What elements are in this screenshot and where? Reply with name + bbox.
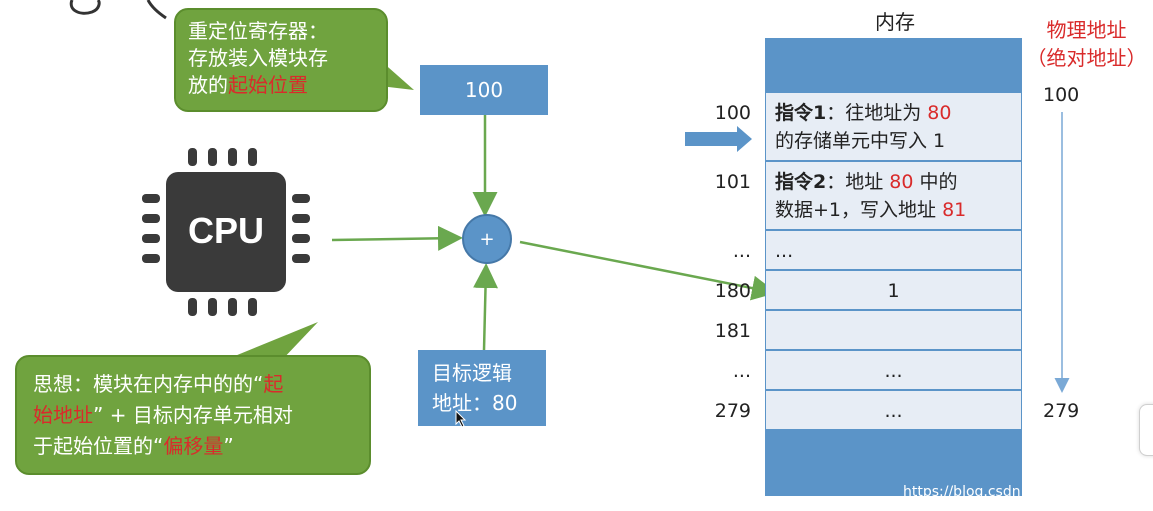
addr-label-279: 279 (714, 400, 751, 422)
addr-label-100: 100 (714, 102, 751, 124)
instruction-1-text: ：往地址为 (826, 102, 928, 124)
callout-idea-line3-prefix: 于起始位置的“ (33, 434, 164, 458)
callout-idea-line1-highlight: 起 (263, 372, 284, 396)
physical-address-title: 物理地址 （绝对地址） (1020, 16, 1153, 72)
cpu-chip-graphic (142, 148, 310, 316)
instruction-1-label: 指令1 (775, 102, 827, 124)
memory-title: 内存 (875, 10, 915, 34)
callout-register-line2: 存放装入模块存 (188, 46, 328, 70)
addr-label-180: 180 (714, 280, 751, 302)
instruction-2-text-2: 数据+1，写入地址 (775, 199, 943, 221)
arrow-logic-to-adder (473, 263, 499, 351)
callout-idea-line2: 始地址” + 目标内存单元相对 (33, 400, 355, 431)
instruction-2-target: 81 (942, 199, 967, 221)
instruction-1-address: 80 (927, 102, 952, 124)
callout-idea-line3-highlight: 偏移量 (163, 434, 224, 458)
memory-cell-181 (765, 310, 1022, 350)
callout-idea-line2-suffix: ” + 目标内存单元相对 (93, 403, 293, 427)
addr-label-101: 101 (714, 171, 751, 193)
cpu-chip-icon: CPU (142, 148, 310, 316)
callout-idea-line1: 思想：模块在内存中的的“起 (33, 369, 355, 400)
instruction-2-text: ：地址 (826, 171, 890, 193)
memory-cell-101-line2: 数据+1，写入地址 81 (775, 196, 1021, 224)
memory-cell-ellipsis-2: ... (765, 350, 1022, 390)
instruction-2-text-b: 中的 (913, 171, 958, 193)
current-instruction-arrow (685, 126, 752, 152)
memory-cell-101-line1: 指令2：地址 80 中的 (775, 168, 1021, 196)
cpu-label: CPU (187, 210, 264, 251)
memory-cell-100: 指令1：往地址为 80 的存储单元中写入 1 (765, 92, 1022, 161)
side-panel-tab[interactable] (1139, 404, 1153, 456)
callout-register-line3-prefix: 放的 (188, 73, 228, 97)
logical-address-box: 目标逻辑 地址：80 (418, 350, 546, 426)
arrow-adder-to-memory (519, 240, 777, 301)
instruction-2-address: 80 (889, 171, 914, 193)
callout-idea-line3-suffix: ” (223, 434, 234, 458)
addr-label-ellipsis-1: ... (732, 240, 751, 262)
scribble-decoration (69, 0, 167, 20)
callout-register: 重定位寄存器： 存放装入模块存 放的起始位置 (174, 8, 388, 112)
callout-top-pointer (380, 60, 414, 90)
callout-register-line1: 重定位寄存器： (188, 19, 328, 43)
adder-circle: + (462, 214, 512, 264)
callout-bottom-pointer (225, 322, 318, 362)
memory-cell-279: ... (765, 390, 1022, 430)
logical-address-line2: 地址：80 (432, 391, 518, 415)
mouse-cursor-icon (455, 410, 467, 428)
memory-cell-100-line1: 指令1：往地址为 80 (775, 99, 1021, 127)
callout-idea-line3: 于起始位置的“偏移量” (33, 431, 355, 462)
callout-register-line3: 放的起始位置 (188, 72, 376, 99)
callout-register-highlight: 起始位置 (228, 73, 308, 97)
callout-idea-line2-highlight: 始地址 (33, 403, 93, 427)
callout-idea: 思想：模块在内存中的的“起 始地址” + 目标内存单元相对 于起始位置的“偏移量… (15, 355, 371, 475)
memory-cell-100-line2: 的存储单元中写入 1 (775, 130, 946, 152)
instruction-2-label: 指令2 (775, 171, 827, 193)
logical-address-line1: 目标逻辑 (432, 361, 512, 385)
memory-cell-101: 指令2：地址 80 中的 数据+1，写入地址 81 (765, 161, 1022, 230)
addr-label-181: 181 (714, 320, 751, 342)
addr-label-ellipsis-2: ... (732, 360, 751, 382)
watermark: https://blog.csdn.net/Shangxingya (903, 484, 1144, 500)
memory-cell-180: 1 (765, 270, 1022, 310)
physical-address-start: 100 (1043, 84, 1080, 106)
physical-address-title-line2: （绝对地址） (1026, 46, 1147, 70)
callout-idea-line1-prefix: 思想：模块在内存中的的“ (33, 372, 264, 396)
arrow-cpu-to-adder (331, 225, 463, 251)
memory-cell-ellipsis-1: ... (765, 230, 1022, 270)
relocation-register-box: 100 (420, 65, 548, 115)
physical-address-end: 279 (1043, 400, 1080, 422)
physical-address-title-line1: 物理地址 (1046, 18, 1127, 42)
